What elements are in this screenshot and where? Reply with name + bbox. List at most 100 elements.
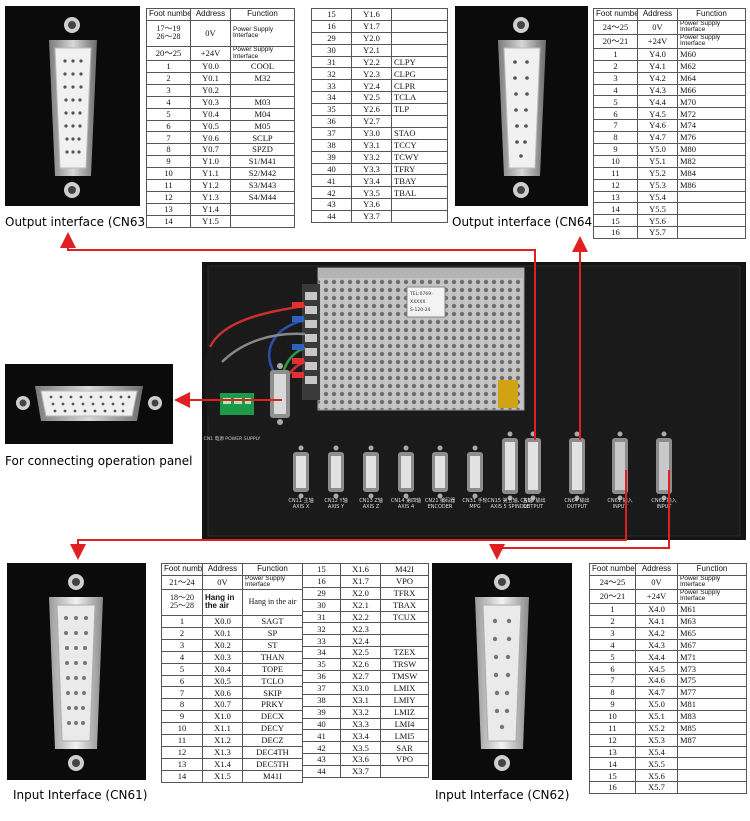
foot-number-cell: 15	[311, 8, 352, 21]
function-cell: M87	[677, 733, 747, 747]
address-cell: X4.0	[635, 602, 678, 616]
foot-number-cell: 42	[311, 186, 352, 200]
function-cell: M72	[677, 107, 746, 121]
address-cell: Y4.3	[637, 83, 678, 97]
address-cell: Y4.0	[637, 47, 678, 61]
foot-number-cell: 32	[311, 67, 352, 81]
foot-number-cell: 35	[311, 103, 352, 117]
address-cell: X3.7	[340, 765, 381, 779]
header-function: Function	[677, 8, 746, 21]
address-cell: Y5.4	[637, 190, 678, 204]
address-cell: X0.4	[202, 662, 243, 676]
address-cell: Y1.3	[190, 190, 231, 204]
address-cell: Y4.6	[637, 119, 678, 133]
address-cell: X0.6	[202, 686, 243, 700]
foot-number-cell: 40	[311, 162, 352, 176]
foot-number-cell: 5	[589, 650, 636, 664]
address-cell: X4.7	[635, 686, 678, 700]
function-cell	[391, 8, 448, 21]
psu-label-line-1: TEL:0769-	[409, 291, 433, 297]
address-cell: Y4.7	[637, 131, 678, 145]
function-cell	[677, 214, 746, 228]
foot-number-cell: 24～25	[589, 574, 636, 590]
cnc-controller-back-panel-photo: TEL:0769- XXXXX S-120-24 CN1 电源 POWER SU…	[202, 262, 746, 540]
function-cell	[380, 765, 429, 779]
address-cell: Y0.7	[190, 143, 231, 157]
foot-number-cell: 12	[589, 733, 636, 747]
address-cell: Y3.2	[351, 150, 392, 164]
address-cell: X5.7	[635, 781, 678, 795]
address-cell: Y5.5	[637, 202, 678, 216]
address-cell: X4.1	[635, 614, 678, 628]
address-cell: X1.4	[202, 757, 243, 771]
foot-number-cell: 30	[311, 43, 352, 57]
foot-number-cell: 32	[302, 622, 341, 636]
foot-number-cell: 29	[311, 31, 352, 45]
function-cell: M67	[677, 638, 747, 652]
foot-number-cell: 24～25	[593, 19, 638, 35]
function-cell: M84	[677, 166, 746, 180]
function-cell	[391, 198, 448, 212]
function-cell: CLPG	[391, 67, 448, 81]
foot-number-cell: 3	[146, 83, 191, 97]
foot-number-cell: 30	[302, 598, 341, 612]
address-cell: X5.5	[635, 757, 678, 771]
function-cell: M74	[677, 119, 746, 133]
function-cell	[677, 745, 747, 759]
function-cell: TFRX	[380, 586, 429, 600]
address-cell: X3.2	[340, 705, 381, 719]
foot-number-cell: 36	[311, 115, 352, 128]
function-cell: M63	[677, 614, 747, 628]
address-cell: Y3.5	[351, 186, 392, 200]
address-cell: Hang in the air	[202, 588, 243, 617]
foot-number-cell: 20～21	[593, 33, 638, 49]
address-cell: +24V	[635, 588, 678, 604]
foot-number-cell: 39	[302, 705, 341, 719]
header-address: Address	[202, 563, 243, 576]
address-cell: X0.7	[202, 698, 243, 712]
function-cell: Hang in the air	[242, 588, 303, 617]
address-cell: Y1.4	[190, 202, 231, 216]
header-address: Address	[637, 8, 678, 21]
function-cell: TLP	[391, 103, 448, 117]
function-cell	[391, 19, 448, 33]
function-cell: M32	[230, 71, 295, 85]
header-function: Function	[230, 8, 295, 21]
foot-number-cell: 18～20 25～28	[161, 588, 203, 617]
address-cell: X1.1	[202, 722, 243, 735]
foot-number-cell: 12	[161, 745, 203, 759]
cn63-connector-photo	[5, 6, 140, 206]
function-cell: SAGT	[242, 615, 303, 628]
foot-number-cell: 43	[311, 198, 352, 212]
address-cell: X5.1	[635, 709, 678, 723]
foot-number-cell: 9	[161, 710, 203, 724]
function-cell: TBAY	[391, 174, 448, 188]
foot-number-cell: 11	[593, 166, 638, 180]
function-cell: TCLA	[391, 91, 448, 105]
